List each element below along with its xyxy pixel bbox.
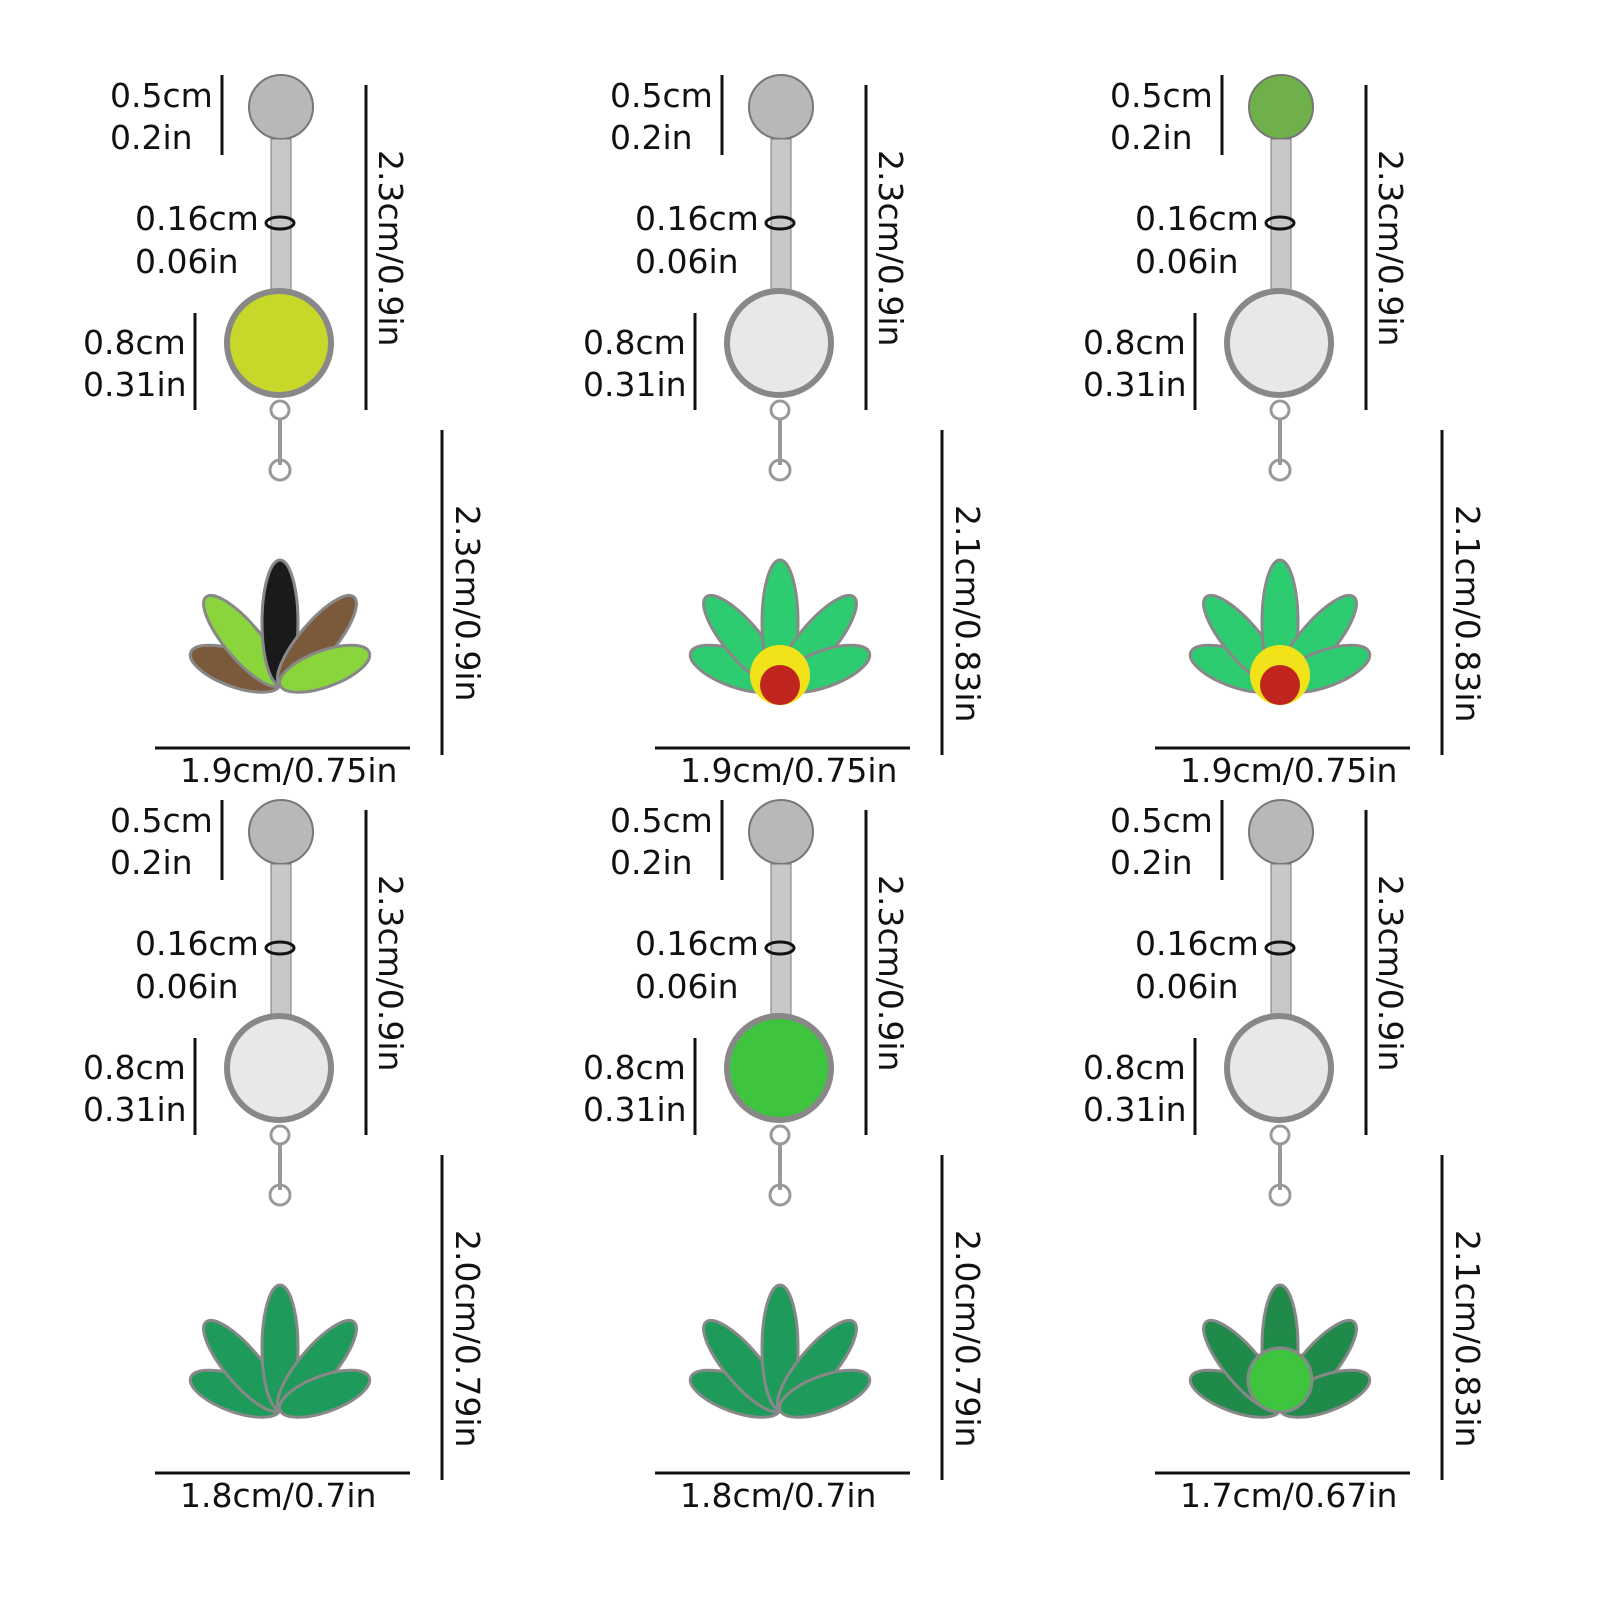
charm-height: 2.0cm/0.79in: [948, 1230, 987, 1448]
gauge-in: 0.06in: [135, 967, 239, 1006]
ball-size-cm: 0.5cm: [110, 76, 213, 115]
gem: [1224, 288, 1334, 398]
leaf-charm-icon: [688, 558, 872, 705]
diagram-graphics: [1155, 799, 1444, 1480]
charm-width: 1.9cm/0.75in: [680, 751, 898, 790]
gem: [724, 1013, 834, 1123]
charm-width: 1.9cm/0.75in: [180, 751, 398, 790]
ball-size-in: 0.2in: [610, 118, 693, 157]
gem-size-cm: 0.8cm: [83, 323, 186, 362]
gem-size-in: 0.31in: [583, 1090, 687, 1129]
top-ball: [248, 799, 314, 865]
gem: [724, 288, 834, 398]
diagram-graphics: [655, 799, 944, 1480]
ball-size-cm: 0.5cm: [610, 801, 713, 840]
charm-width: 1.7cm/0.67in: [1180, 1476, 1398, 1515]
ball-size-in: 0.2in: [1110, 843, 1193, 882]
gem-size-in: 0.31in: [83, 1090, 187, 1129]
gauge-in: 0.06in: [635, 242, 739, 281]
gem-size-in: 0.31in: [83, 365, 187, 404]
bar-length: 2.3cm/0.9in: [1371, 150, 1410, 347]
bar-length: 2.3cm/0.9in: [1371, 875, 1410, 1072]
top-ball: [748, 74, 814, 140]
diagram-graphics: [655, 74, 944, 755]
gauge-cm: 0.16cm: [635, 199, 759, 238]
gauge-in: 0.06in: [1135, 967, 1239, 1006]
ball-size-cm: 0.5cm: [610, 76, 713, 115]
bar-length: 2.3cm/0.9in: [871, 875, 910, 1072]
ball-size-in: 0.2in: [110, 118, 193, 157]
leaf-charm-icon: [1188, 558, 1372, 705]
leaf-charm-icon: [188, 1283, 372, 1419]
ball-size-in: 0.2in: [1110, 118, 1193, 157]
diagram-graphics: [155, 74, 444, 755]
top-ball: [1248, 799, 1314, 865]
diagram-graphics: [1155, 74, 1444, 755]
charm-height: 2.1cm/0.83in: [1448, 1230, 1487, 1448]
charm-height: 2.1cm/0.83in: [948, 505, 987, 723]
ball-size-in: 0.2in: [610, 843, 693, 882]
gem: [1224, 1013, 1334, 1123]
gem-size-cm: 0.8cm: [1083, 1048, 1186, 1087]
gauge-cm: 0.16cm: [135, 199, 259, 238]
top-ball: [1248, 74, 1314, 140]
bar-length: 2.3cm/0.9in: [371, 875, 410, 1072]
ball-size-in: 0.2in: [110, 843, 193, 882]
bar-length: 2.3cm/0.9in: [371, 150, 410, 347]
leaf-charm-icon: [1188, 1283, 1372, 1419]
gem-size-cm: 0.8cm: [1083, 323, 1186, 362]
gauge-in: 0.06in: [135, 242, 239, 281]
gem-size-in: 0.31in: [1083, 365, 1187, 404]
charm-width: 1.9cm/0.75in: [1180, 751, 1398, 790]
charm-width: 1.8cm/0.7in: [180, 1476, 377, 1515]
gem: [224, 1013, 334, 1123]
diagram-graphics: [155, 799, 444, 1480]
ball-size-cm: 0.5cm: [1110, 76, 1213, 115]
gem-size-in: 0.31in: [583, 365, 687, 404]
charm-height: 2.1cm/0.83in: [1448, 505, 1487, 723]
gauge-cm: 0.16cm: [135, 924, 259, 963]
charm-height: 2.3cm/0.9in: [448, 505, 487, 702]
gauge-cm: 0.16cm: [1135, 924, 1259, 963]
gauge-in: 0.06in: [1135, 242, 1239, 281]
top-ball: [748, 799, 814, 865]
gauge-cm: 0.16cm: [1135, 199, 1259, 238]
gem-size-cm: 0.8cm: [583, 1048, 686, 1087]
gem-size-in: 0.31in: [1083, 1090, 1187, 1129]
top-ball: [248, 74, 314, 140]
gem-size-cm: 0.8cm: [83, 1048, 186, 1087]
gem-size-cm: 0.8cm: [583, 323, 686, 362]
charm-width: 1.8cm/0.7in: [680, 1476, 877, 1515]
leaf-charm-icon: [188, 558, 372, 694]
ball-size-cm: 0.5cm: [110, 801, 213, 840]
gem: [224, 288, 334, 398]
ball-size-cm: 0.5cm: [1110, 801, 1213, 840]
gauge-cm: 0.16cm: [635, 924, 759, 963]
leaf-charm-icon: [688, 1283, 872, 1419]
gauge-in: 0.06in: [635, 967, 739, 1006]
bar-length: 2.3cm/0.9in: [871, 150, 910, 347]
charm-height: 2.0cm/0.79in: [448, 1230, 487, 1448]
